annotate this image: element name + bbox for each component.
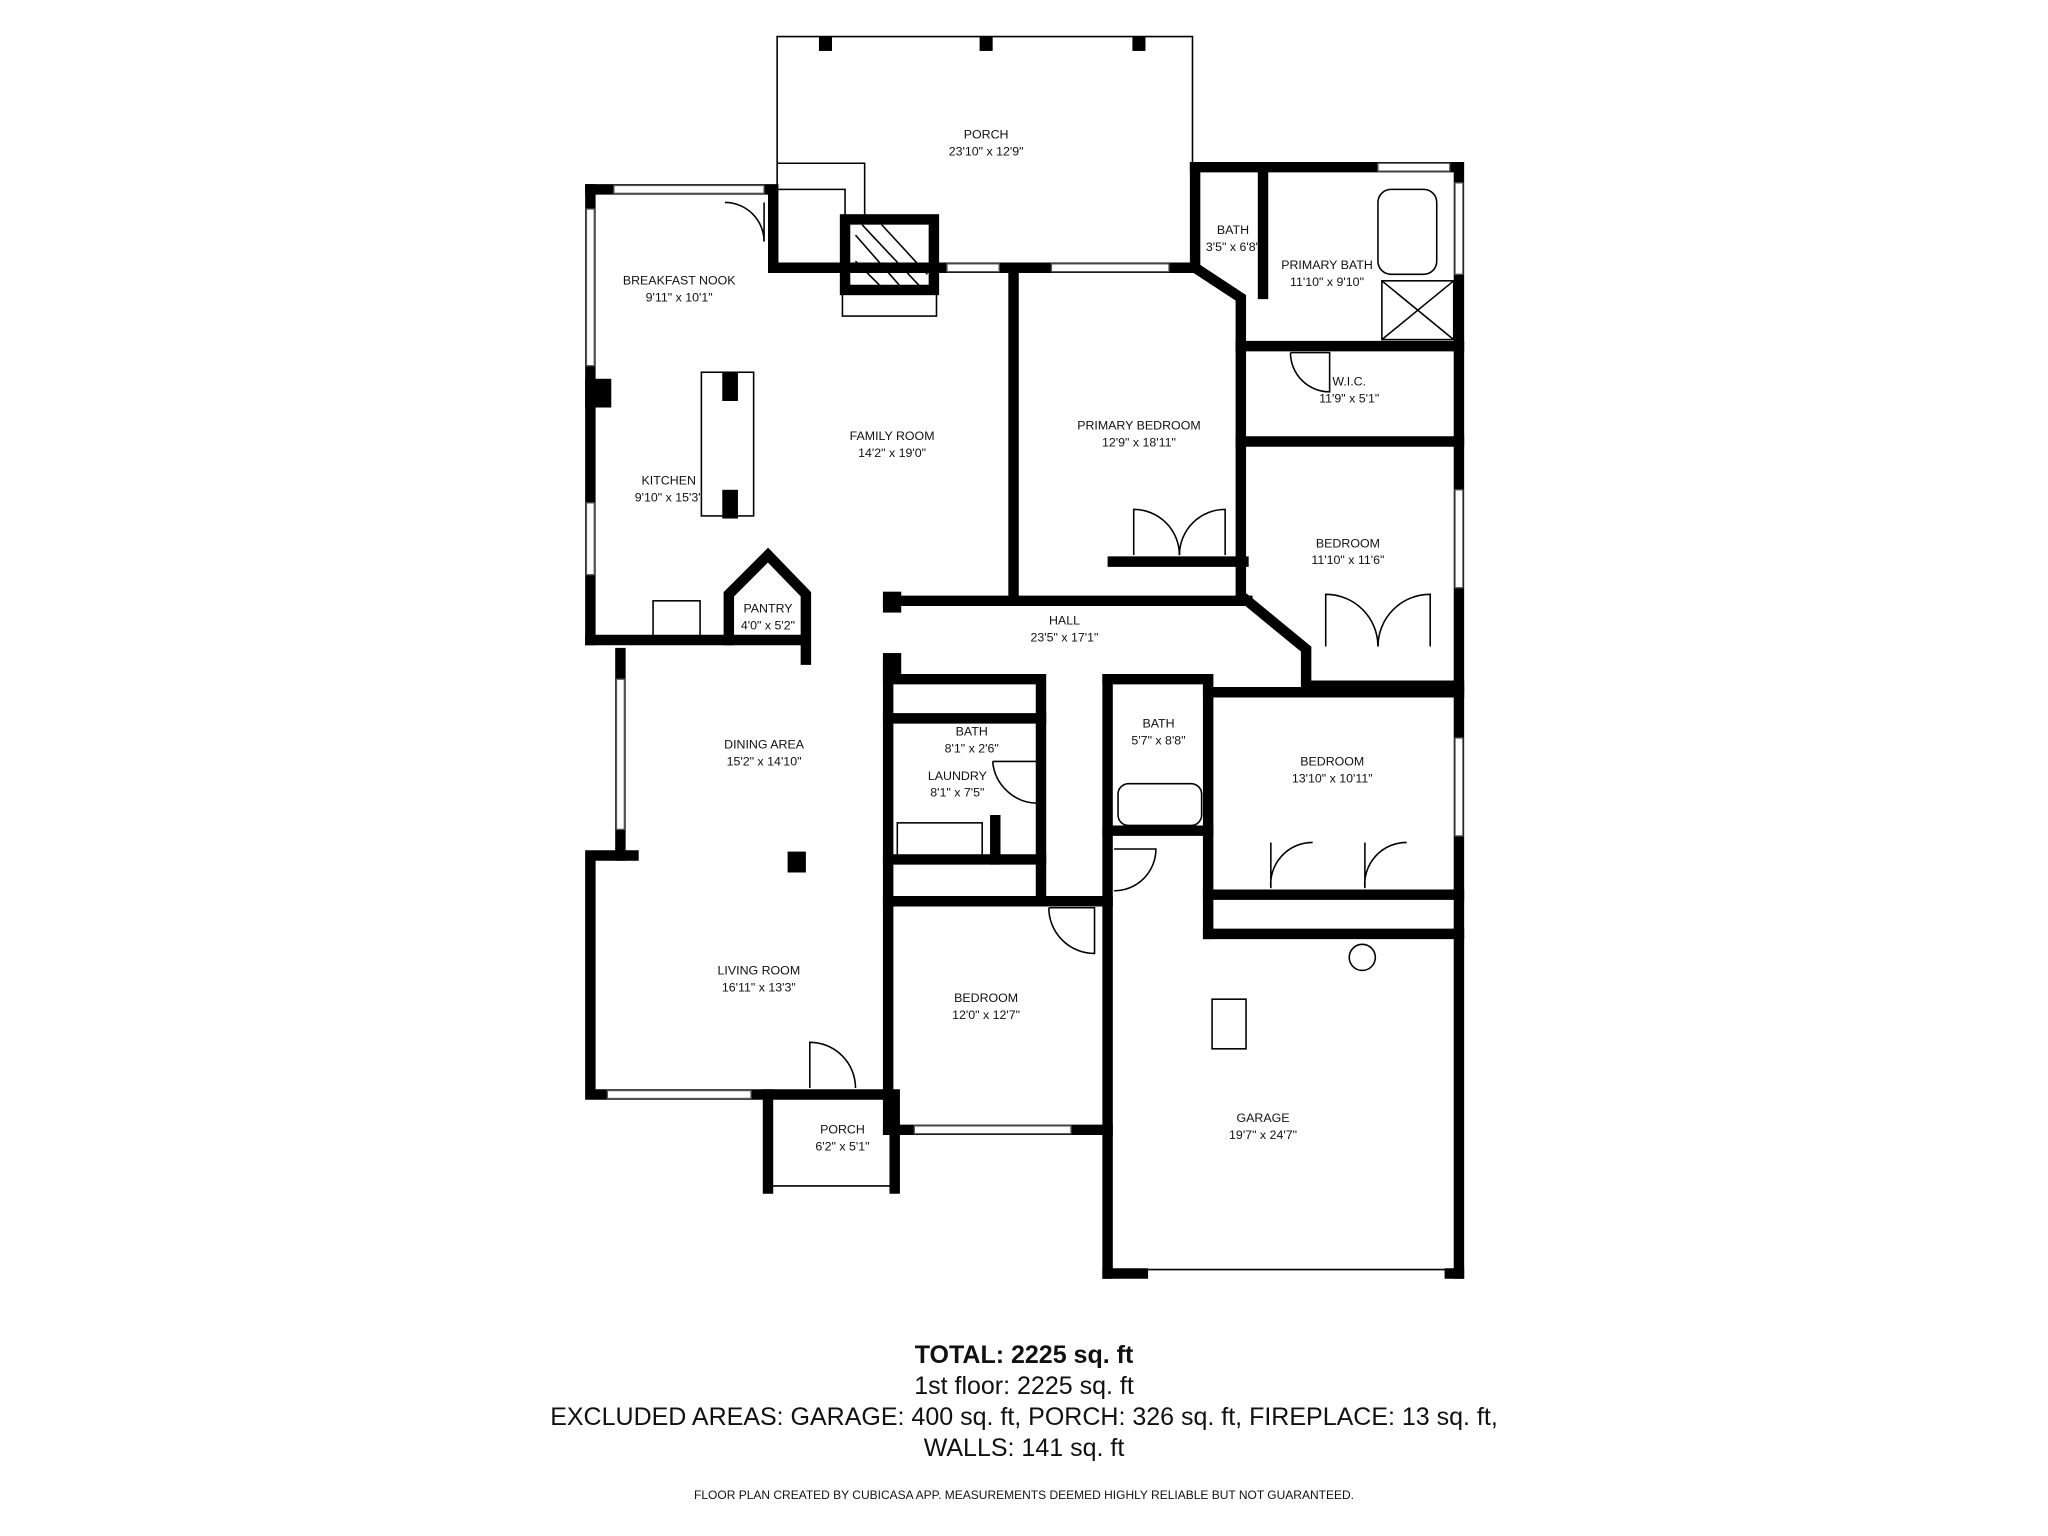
room-size: 19'7" x 24'7" — [1229, 1128, 1297, 1142]
stove — [652, 600, 701, 641]
room-size: 8'1" x 7'5" — [930, 786, 984, 800]
room-name: BREAKFAST NOOK — [623, 274, 736, 288]
walls-area: WALLS: 141 sq. ft — [923, 1434, 1125, 1462]
bathtub-2 — [1117, 782, 1203, 827]
total-area: TOTAL: 2225 sq. ft — [914, 1341, 1134, 1369]
room-size: 9'10" x 15'3" — [635, 491, 703, 505]
fixtures — [652, 188, 1455, 1050]
water-heater — [1348, 943, 1377, 972]
doors — [724, 201, 1431, 1089]
room-size: 23'5" x 17'1" — [1031, 630, 1099, 644]
room-size: 9'11" x 10'1" — [646, 291, 713, 305]
room-name: LIVING ROOM — [718, 963, 801, 977]
room-size: 3'5" x 6'8" — [1206, 240, 1260, 254]
disclaimer: FLOOR PLAN CREATED BY CUBICASA APP. MEAS… — [694, 1488, 1354, 1502]
room-name: PORCH — [964, 127, 1009, 141]
room-name: LAUNDRY — [928, 769, 987, 783]
room-name: BEDROOM — [954, 991, 1018, 1005]
room-name: BATH — [1217, 223, 1249, 237]
area-summary: TOTAL: 2225 sq. ft 1st floor: 2225 sq. f… — [0, 1340, 2048, 1502]
walls — [585, 161, 1465, 1279]
room-name: BEDROOM — [1316, 536, 1380, 550]
room-size: 8'1" x 2'6" — [945, 741, 999, 755]
kitchen-island — [700, 371, 755, 517]
room-size: 11'10" x 9'10" — [1290, 275, 1364, 289]
room-size: 23'10" x 12'9" — [949, 144, 1024, 158]
room-name: DINING AREA — [724, 737, 805, 751]
room-name: PANTRY — [743, 602, 792, 616]
windows — [585, 162, 1464, 1135]
room-size: 14'2" x 19'0" — [858, 446, 926, 460]
shower — [1381, 280, 1455, 341]
room-labels: PORCH 23'10" x 12'9" BREAKFAST NOOK 9'11… — [623, 127, 1385, 1153]
room-name: PRIMARY BATH — [1281, 258, 1373, 272]
room-name: GARAGE — [1237, 1111, 1290, 1125]
floor-area: 1st floor: 2225 sq. ft — [914, 1372, 1134, 1400]
bathtub — [1377, 188, 1438, 276]
room-size: 12'0" x 12'7" — [952, 1008, 1020, 1022]
washer-dryer — [896, 822, 983, 858]
room-size: 13'10" x 10'11" — [1292, 771, 1373, 785]
room-size: 6'2" x 5'1" — [815, 1140, 869, 1154]
room-name: FAMILY ROOM — [850, 429, 935, 443]
room-name: W.I.C. — [1332, 374, 1366, 388]
room-name: BATH — [956, 724, 988, 738]
room-name: HALL — [1049, 613, 1080, 627]
room-size: 5'7" x 8'8" — [1131, 733, 1185, 747]
room-size: 4'0" x 5'2" — [741, 619, 795, 633]
room-size: 11'10" x 11'6" — [1311, 553, 1384, 567]
room-size: 12'9" x 18'11" — [1102, 436, 1176, 450]
room-size: 11'9" x 5'1" — [1319, 391, 1379, 405]
room-name: KITCHEN — [642, 474, 696, 488]
room-name: PRIMARY BEDROOM — [1077, 419, 1200, 433]
excluded-areas: EXCLUDED AREAS: GARAGE: 400 sq. ft, PORC… — [550, 1403, 1498, 1431]
room-name: PORCH — [820, 1123, 865, 1137]
room-size: 15'2" x 14'10" — [727, 754, 802, 768]
room-size: 16'11" x 13'3" — [722, 980, 796, 994]
room-name: BEDROOM — [1300, 754, 1364, 768]
garage-fixture — [1211, 998, 1247, 1050]
room-name: BATH — [1142, 717, 1174, 731]
